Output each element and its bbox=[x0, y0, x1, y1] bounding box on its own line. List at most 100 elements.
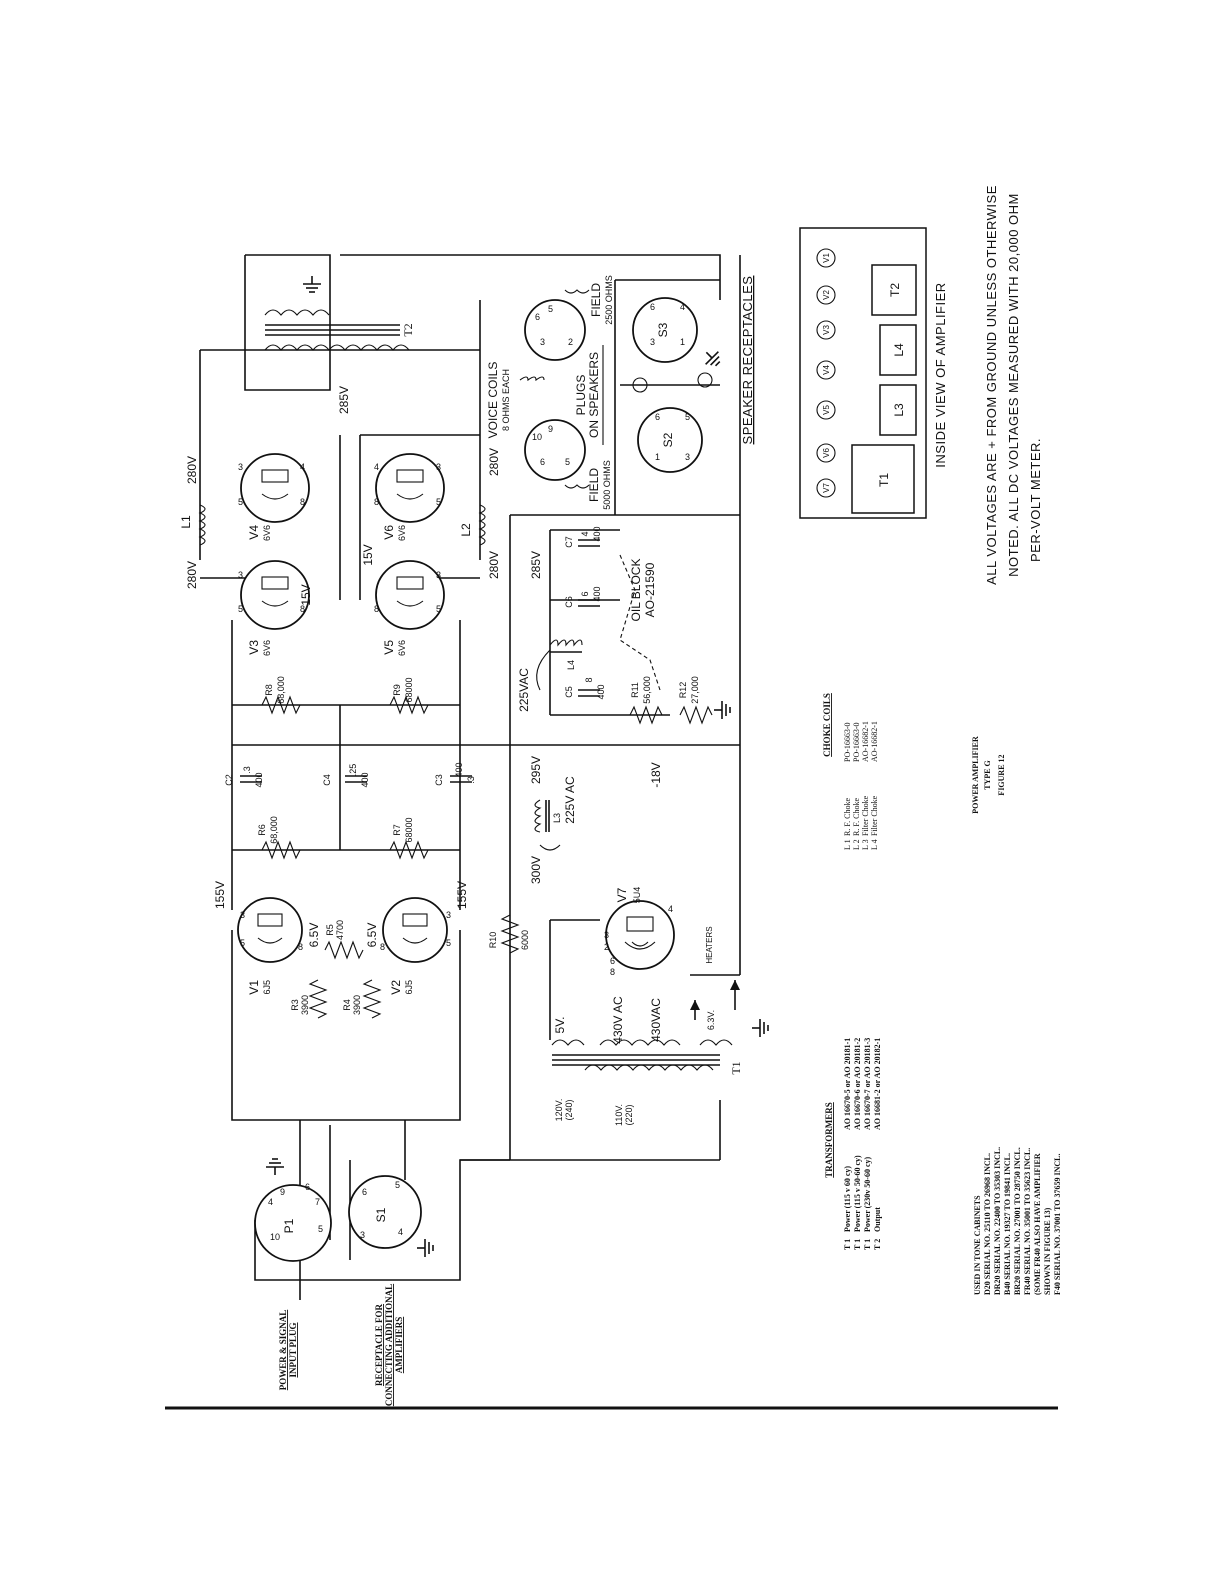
svg-text:L4: L4 bbox=[566, 660, 576, 670]
svg-text:DR20 SERIAL NO. 22400 TO 353: DR20 SERIAL NO. 22400 TO 35303 INCL. bbox=[993, 1147, 1002, 1295]
svg-text:6: 6 bbox=[610, 956, 615, 966]
svg-text:Filter Choke: Filter Choke bbox=[870, 795, 879, 836]
svg-text:(220): (220) bbox=[624, 1104, 634, 1125]
svg-text:AO-16682-1: AO-16682-1 bbox=[870, 721, 879, 762]
svg-text:P1: P1 bbox=[282, 1218, 296, 1233]
svg-text:BR20 SERIAL NO. 27001 TO 287: BR20 SERIAL NO. 27001 TO 28750 INCL. bbox=[1013, 1147, 1022, 1295]
left-captions: POWER & SIGNAL INPUT PLUG RECEPTACLE FOR… bbox=[278, 1284, 404, 1406]
svg-text:R4: R4 bbox=[342, 999, 352, 1011]
svg-text:L 4: L 4 bbox=[870, 839, 879, 850]
svg-text:AO 16670-5 or AO 20181-1: AO 16670-5 or AO 20181-1 bbox=[843, 1038, 852, 1130]
svg-text:SPEAKER RECEPTACLES: SPEAKER RECEPTACLES bbox=[740, 276, 755, 445]
svg-text:SHOWN IN FIGURE 13): SHOWN IN FIGURE 13) bbox=[1043, 1207, 1052, 1295]
resistors: R8 68,000 R9 68000 R6 68,000 R7 68000 R3… bbox=[257, 676, 731, 1019]
voltage-labels: 280V 280V 280V 280V 285V 285V 15V 15V 15… bbox=[185, 386, 714, 964]
svg-text:5: 5 bbox=[238, 604, 243, 614]
svg-text:AMPLIFIERS: AMPLIFIERS bbox=[394, 1317, 404, 1374]
svg-text:8: 8 bbox=[380, 942, 385, 952]
svg-text:6.3V.: 6.3V. bbox=[706, 1010, 716, 1030]
svg-text:L4: L4 bbox=[892, 343, 906, 357]
svg-text:AO-21590: AO-21590 bbox=[643, 562, 657, 617]
svg-text:S2: S2 bbox=[661, 432, 675, 447]
plug-p1: P1 49 67 510 bbox=[254, 1158, 332, 1262]
svg-text:S1: S1 bbox=[374, 1207, 388, 1222]
svg-text:C6: C6 bbox=[564, 596, 574, 608]
svg-text:6000: 6000 bbox=[520, 930, 530, 950]
svg-text:3: 3 bbox=[604, 930, 609, 940]
svg-text:9: 9 bbox=[548, 424, 553, 434]
svg-text:8: 8 bbox=[584, 677, 594, 682]
svg-text:8: 8 bbox=[300, 497, 305, 507]
svg-text:6V6: 6V6 bbox=[397, 640, 407, 656]
svg-text:1: 1 bbox=[655, 452, 660, 462]
svg-text:(SOME FR40 ALSO HAVE AMPLIFIER: (SOME FR40 ALSO HAVE AMPLIFIER bbox=[1033, 1153, 1042, 1295]
svg-text:400: 400 bbox=[454, 762, 464, 777]
svg-text:6: 6 bbox=[362, 1187, 367, 1197]
svg-text:R11: R11 bbox=[630, 682, 640, 698]
svg-text:V2: V2 bbox=[389, 980, 403, 995]
svg-text:L3: L3 bbox=[552, 813, 562, 823]
svg-text:4: 4 bbox=[580, 531, 590, 536]
svg-text:5000 OHMS: 5000 OHMS bbox=[602, 460, 612, 510]
svg-text:120V.: 120V. bbox=[554, 1099, 564, 1122]
svg-text:.3: .3 bbox=[242, 766, 252, 774]
svg-text:110V.: 110V. bbox=[614, 1104, 624, 1126]
svg-text:6: 6 bbox=[305, 1182, 310, 1192]
svg-text:9: 9 bbox=[280, 1187, 285, 1197]
svg-text:CHOKE COILS: CHOKE COILS bbox=[822, 693, 832, 757]
svg-text:POWER AMPLIFIER: POWER AMPLIFIER bbox=[971, 736, 980, 814]
svg-text:3: 3 bbox=[436, 462, 441, 472]
svg-text:V4: V4 bbox=[822, 365, 831, 375]
svg-text:10: 10 bbox=[270, 1232, 280, 1242]
tube-v5: 38 5 V5 6V6 bbox=[374, 560, 445, 656]
svg-text:5: 5 bbox=[548, 304, 553, 314]
svg-text:AO 16681-2 or AO 20182-1: AO 16681-2 or AO 20182-1 bbox=[873, 1038, 882, 1130]
svg-text:4: 4 bbox=[374, 462, 379, 472]
svg-text:7: 7 bbox=[315, 1197, 320, 1207]
t2-label: T2 bbox=[401, 323, 415, 336]
svg-text:D20 SERIAL NO. 25110 TO 269: D20 SERIAL NO. 25110 TO 26968 INCL. bbox=[983, 1153, 992, 1295]
svg-text:USED IN TONE CABINETS: USED IN TONE CABINETS bbox=[973, 1195, 982, 1295]
inside-view-blocks: T1 L3 L4 T2 bbox=[851, 264, 917, 514]
svg-text:6: 6 bbox=[540, 457, 545, 467]
svg-text:8: 8 bbox=[374, 604, 379, 614]
svg-text:300V: 300V bbox=[529, 856, 543, 884]
svg-text:.3: .3 bbox=[466, 776, 476, 784]
svg-text:280V: 280V bbox=[487, 551, 501, 579]
voltage-note: ALL VOLTAGES ARE + FROM GROUND UNLESS OT… bbox=[984, 185, 1043, 585]
svg-text:V7: V7 bbox=[615, 887, 629, 902]
svg-text:C5: C5 bbox=[564, 686, 574, 698]
svg-text:ALL VOLTAGES ARE + FROM GROUND: ALL VOLTAGES ARE + FROM GROUND UNLESS OT… bbox=[984, 185, 999, 585]
svg-text:3900: 3900 bbox=[352, 995, 362, 1015]
svg-text:6: 6 bbox=[580, 591, 590, 596]
svg-text:5: 5 bbox=[565, 457, 570, 467]
choke-l4: L4 225VAC bbox=[517, 639, 583, 712]
svg-text:8: 8 bbox=[300, 604, 305, 614]
svg-text:V4: V4 bbox=[247, 525, 261, 540]
svg-text:430VAC: 430VAC bbox=[649, 998, 663, 1042]
svg-text:6J5: 6J5 bbox=[404, 980, 414, 995]
inside-view-tubes: V7 V6 V5 V4 V3 V2 V1 bbox=[816, 248, 836, 498]
svg-text:R9: R9 bbox=[392, 684, 402, 696]
svg-text:3: 3 bbox=[685, 452, 690, 462]
svg-text:Power (230v 50-60 cy): Power (230v 50-60 cy) bbox=[863, 1157, 872, 1233]
cabinets-list: USED IN TONE CABINETS D20 SERIAL NO. 251… bbox=[973, 1147, 1062, 1295]
svg-text:1: 1 bbox=[680, 337, 685, 347]
svg-text:L1: L1 bbox=[179, 515, 193, 529]
svg-text:285V: 285V bbox=[337, 386, 351, 414]
svg-text:5U4: 5U4 bbox=[632, 887, 642, 904]
svg-text:T 2: T 2 bbox=[873, 1239, 882, 1250]
svg-text:C4: C4 bbox=[322, 774, 332, 786]
inside-view-panel: V7 V6 V5 V4 V3 V2 V1 T1 L3 L4 T2 INSIDE … bbox=[799, 227, 948, 519]
svg-text:L 1: L 1 bbox=[843, 839, 852, 850]
svg-text:400: 400 bbox=[592, 526, 602, 541]
svg-text:INSIDE VIEW OF AMPLIFIER: INSIDE VIEW OF AMPLIFIER bbox=[933, 282, 948, 467]
svg-text:Output: Output bbox=[873, 1207, 882, 1232]
choke-l3: L3 225V AC bbox=[534, 776, 577, 851]
tube-v3: 35 8 V3 6V6 bbox=[238, 560, 310, 656]
svg-text:-18V: -18V bbox=[649, 762, 663, 787]
svg-text:V7: V7 bbox=[822, 483, 831, 493]
